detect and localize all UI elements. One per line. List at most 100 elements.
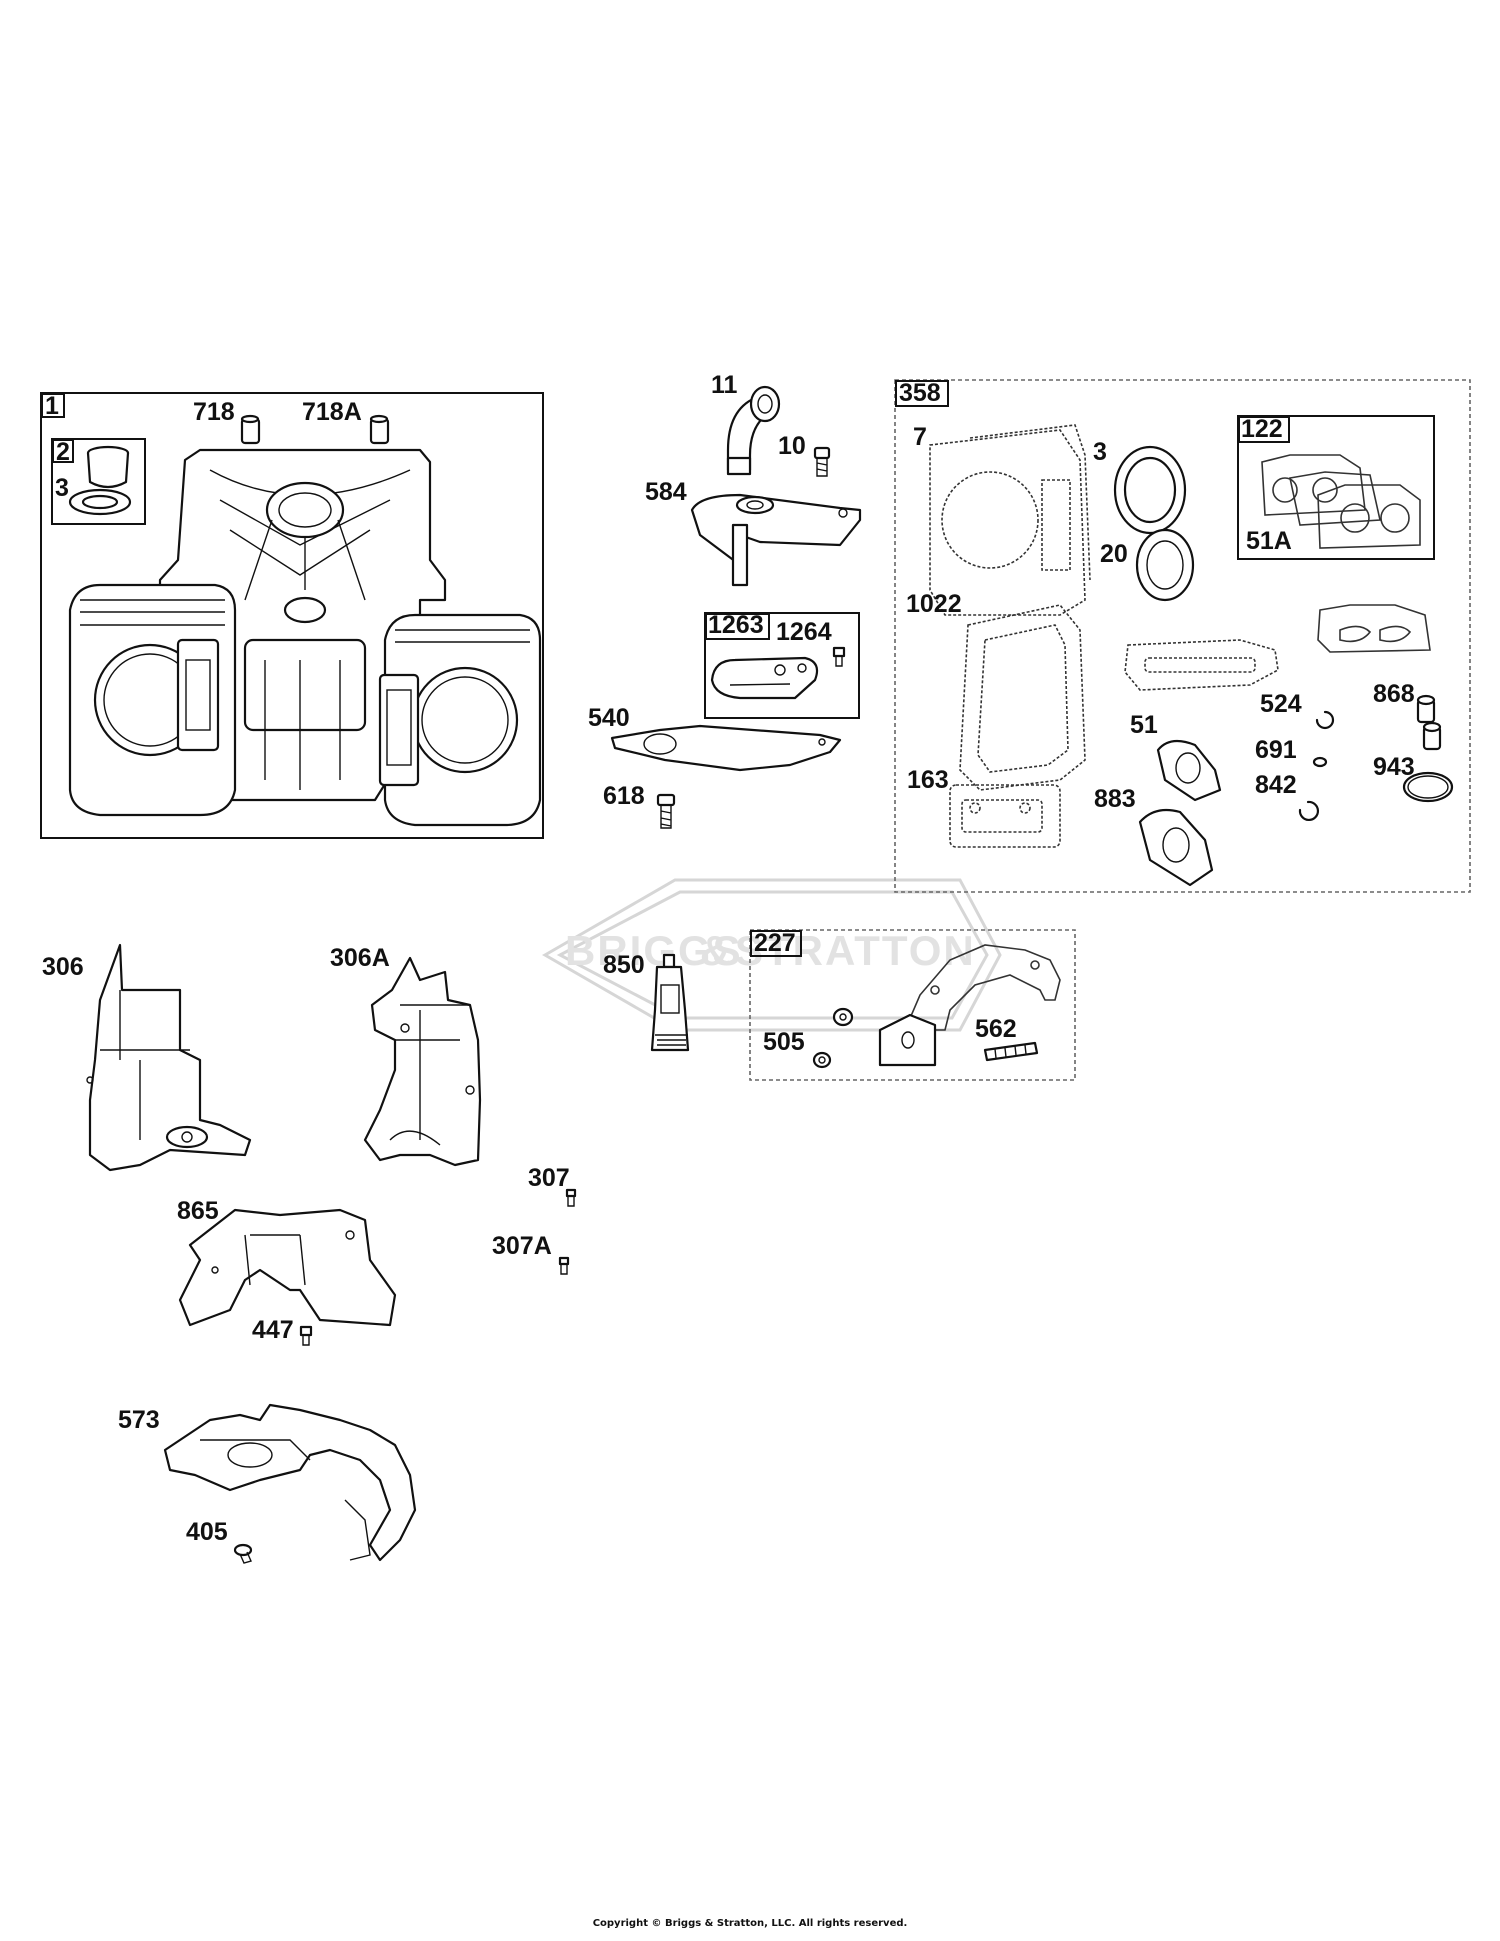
callout-label: 865 (177, 1197, 219, 1225)
intake-gasket-box (1237, 415, 1435, 560)
screw-part[interactable] (656, 793, 676, 829)
oil-seal-part[interactable] (1135, 528, 1195, 602)
gasket-set-box (894, 379, 1471, 893)
air-guide-part[interactable] (363, 956, 482, 1167)
callout-label: 51 (1130, 711, 1158, 739)
callout-label: 868 (1373, 680, 1415, 708)
screw-part[interactable] (299, 1325, 313, 1346)
oil-seal-part[interactable] (1113, 445, 1187, 535)
screw-part[interactable] (832, 646, 846, 667)
callout-label: 3 (1093, 438, 1107, 466)
callout-label: 524 (1260, 690, 1302, 718)
watermark-amp: & (700, 927, 732, 974)
box-tag (52, 439, 74, 463)
breather-valve-part[interactable] (878, 1013, 937, 1067)
screw-part[interactable] (558, 1256, 570, 1275)
dowel-pin-part[interactable] (369, 414, 390, 445)
washer-part[interactable] (832, 1007, 854, 1027)
air-guide-part[interactable] (86, 943, 252, 1172)
cylinder-assembly-group[interactable]: 1 2 3 718 718A (40, 392, 544, 839)
screw-part[interactable] (233, 1543, 253, 1564)
callout-label: 51A (1246, 527, 1292, 555)
box-tag-label: 1 (45, 392, 59, 420)
intake-gasket-part[interactable] (1124, 639, 1279, 691)
blower-housing-part[interactable] (163, 1403, 417, 1562)
bushing-part[interactable] (86, 445, 130, 489)
screw-part[interactable] (813, 446, 831, 477)
callout-label: 584 (645, 478, 687, 506)
dowel-pin-part[interactable] (240, 414, 261, 445)
callout-label: 307A (492, 1232, 552, 1260)
sealant-tube-part[interactable] (650, 953, 690, 1052)
bushing-part[interactable] (1416, 694, 1436, 724)
breather-gasket-part[interactable] (903, 944, 1061, 1031)
bushing-part[interactable] (1422, 721, 1442, 751)
retaining-ring-part[interactable] (1298, 800, 1320, 822)
valve-cover-gasket-part[interactable] (959, 604, 1086, 791)
intake-gasket-part[interactable] (1261, 454, 1421, 549)
head-gasket-part[interactable] (929, 424, 1091, 616)
callout-label: 718A (302, 398, 362, 426)
cylinder-block-part[interactable] (68, 448, 542, 827)
callout-label: 718 (193, 398, 235, 426)
callout-label: 691 (1255, 736, 1297, 764)
nut-part[interactable] (1312, 756, 1328, 768)
intake-spacer-part[interactable] (1156, 739, 1222, 802)
box-tag (705, 613, 770, 640)
box-tag-label: 227 (754, 929, 796, 957)
gasket-set-group[interactable]: 358 7 3 20 122 51 (894, 379, 1471, 893)
callout-label: 11 (711, 371, 738, 399)
breather-plate-part[interactable] (710, 656, 819, 700)
callout-label: 573 (118, 1406, 160, 1434)
callout-label: 307 (528, 1164, 570, 1192)
box-tag (895, 380, 949, 407)
screw-part[interactable] (983, 1041, 1039, 1062)
retaining-ring-part[interactable] (1315, 710, 1335, 730)
seal-part[interactable] (68, 488, 132, 516)
callout-label: 883 (1094, 785, 1136, 813)
callout-label: 842 (1255, 771, 1297, 799)
breather-cover-kit-box (749, 929, 1076, 1081)
callout-label: 20 (1100, 540, 1128, 568)
breather-kit-group[interactable]: 1263 1264 (704, 611, 860, 719)
box-tag-label: 1263 (708, 611, 764, 639)
callout-label: 540 (588, 704, 630, 732)
callout-label: 505 (763, 1028, 805, 1056)
callout-label: 3 (55, 474, 69, 502)
callout-label: 618 (603, 782, 645, 810)
callout-label: 405 (186, 1518, 228, 1546)
head-gasket-part[interactable] (949, 784, 1061, 848)
intake-spacer-part[interactable] (1138, 808, 1214, 887)
box-tag-label: 358 (899, 379, 941, 407)
breather-gasket-part[interactable] (610, 724, 842, 772)
box-tag (1238, 416, 1290, 443)
watermark-right: STRATTON (735, 927, 976, 974)
callout-label: 943 (1373, 753, 1415, 781)
screw-part[interactable] (565, 1188, 577, 1207)
breather-cover-kit-group[interactable]: 227 505 562 (749, 929, 1076, 1081)
watermark-left: BRIGGS (565, 927, 743, 974)
box-tag-label: 122 (1241, 415, 1283, 443)
bushing-seal-box (51, 438, 146, 525)
breather-tube-part[interactable] (726, 385, 781, 476)
callout-label: 10 (778, 432, 806, 460)
copyright-notice: Copyright © Briggs & Stratton, LLC. All … (592, 1918, 908, 1929)
air-guide-part[interactable] (178, 1208, 397, 1327)
box-tag-label: 2 (56, 438, 70, 466)
washer-part[interactable] (812, 1051, 832, 1069)
callout-label: 562 (975, 1015, 1017, 1043)
o-ring-part[interactable] (1402, 771, 1454, 803)
callout-label: 1022 (906, 590, 962, 618)
callout-label: 1264 (776, 618, 832, 646)
callout-label: 306 (42, 953, 84, 981)
intake-gasket-part[interactable] (1317, 604, 1431, 653)
breather-cover-part[interactable] (690, 493, 862, 587)
callout-label: 306A (330, 944, 390, 972)
callout-label: 7 (913, 423, 927, 451)
callout-label: 447 (252, 1316, 294, 1344)
brand-watermark: BRIGGS & STRATTON (541, 878, 1002, 1032)
box-tag (41, 393, 65, 418)
callout-label: 163 (907, 766, 949, 794)
box-tag (750, 930, 802, 957)
